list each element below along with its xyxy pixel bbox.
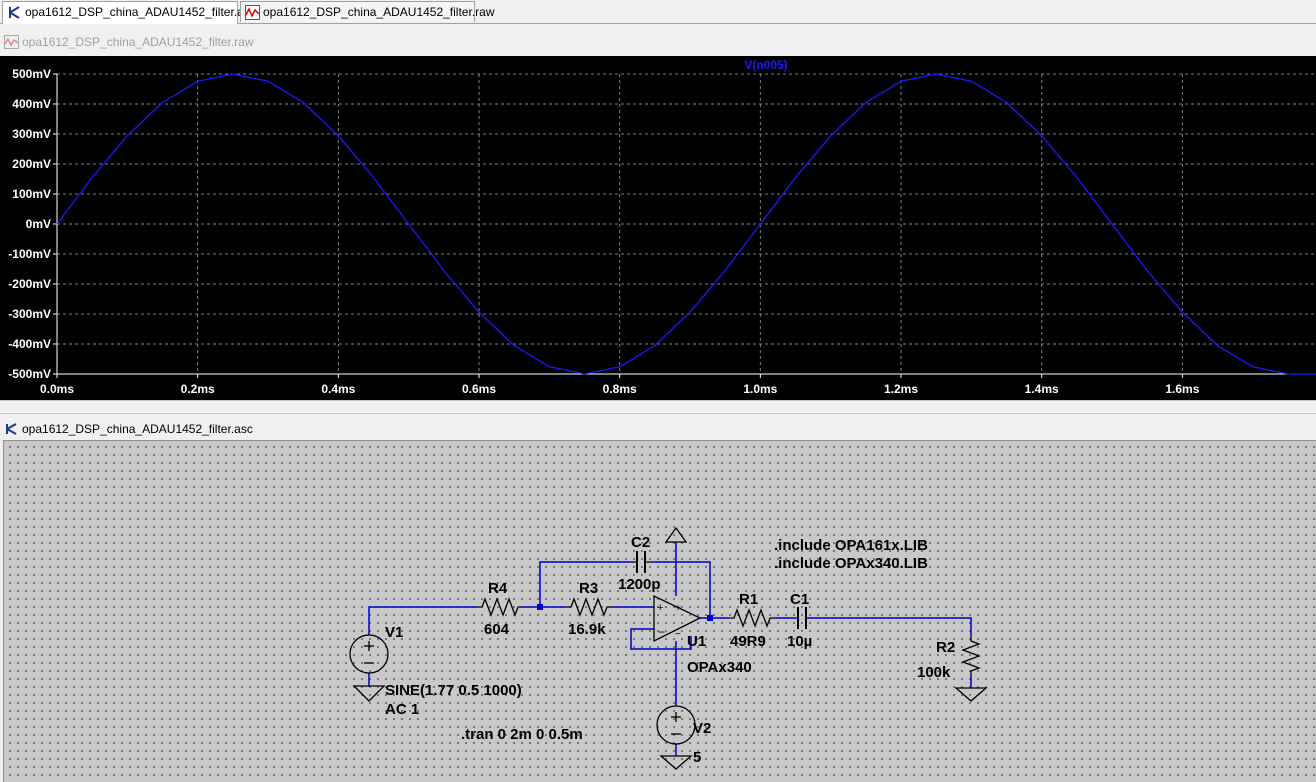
svg-text:−: − — [658, 625, 665, 639]
c2-value: 1200p — [618, 576, 661, 593]
spice-include-2[interactable]: .include OPAx340.LIB — [774, 555, 928, 572]
schematic-icon — [6, 423, 17, 435]
plot-window-title[interactable]: opa1612_DSP_china_ADAU1452_filter.raw — [0, 33, 1316, 51]
waveform-plot[interactable]: 500mV 400mV 300mV 200mV 100mV 0mV -100mV -200mV… — [0, 56, 1316, 400]
y-tick-label: -200mV — [8, 277, 51, 291]
r3-label: R3 — [579, 580, 598, 597]
plot-window-title-text: opa1612_DSP_china_ADAU1452_filter.raw — [22, 35, 254, 49]
v2-value: 5 — [693, 749, 701, 766]
x-tick-label: 1.0ms — [743, 382, 777, 396]
v1-label: V1 — [385, 624, 403, 641]
tab-label: opa1612_DSP_china_ADAU1452_filter.asc — [25, 5, 256, 19]
y-tick-label: 400mV — [12, 97, 51, 111]
spice-tran-directive[interactable]: .tran 0 2m 0 0.5m — [461, 726, 583, 743]
schematic-icon — [9, 6, 20, 19]
y-tick-label: -100mV — [8, 247, 51, 261]
resistor-r4[interactable] — [477, 597, 521, 617]
c1-value: 10µ — [787, 633, 812, 650]
voltage-source-v1[interactable] — [349, 634, 389, 674]
y-tick-label: 100mV — [12, 187, 51, 201]
waveform-plot-pane[interactable]: 500mV 400mV 300mV 200mV 100mV 0mV -100mV -200mV… — [0, 56, 1316, 400]
x-tick-label: 0.8ms — [603, 382, 637, 396]
tab-schematic[interactable]: opa1612_DSP_china_ADAU1452_filter.asc — [2, 1, 256, 24]
r3-value: 16.9k — [568, 621, 606, 638]
u1-label: U1 — [687, 633, 706, 650]
schematic-canvas[interactable]: + − + − — [3, 440, 1316, 782]
r1-value: 49R9 — [730, 633, 766, 650]
document-tab-bar: opa1612_DSP_china_ADAU1452_filter.asc op… — [0, 0, 1316, 24]
wire-junction — [537, 604, 543, 610]
u1-value: OPAx340 — [687, 659, 752, 676]
resistor-r1[interactable] — [729, 608, 776, 628]
trace-v-n005[interactable] — [56, 73, 1316, 375]
v2-label: V2 — [693, 720, 711, 737]
voltage-source-v2[interactable] — [656, 705, 696, 745]
ground-icon — [954, 687, 988, 702]
waveform-icon — [4, 35, 19, 49]
v1-ac: AC 1 — [385, 701, 419, 718]
ground-icon — [659, 755, 693, 770]
c1-label: C1 — [790, 591, 809, 608]
svg-text:−: − — [675, 629, 681, 640]
pane-splitter[interactable] — [0, 400, 1316, 414]
capacitor-c2[interactable] — [631, 551, 651, 573]
resistor-r3[interactable] — [566, 597, 613, 617]
x-tick-label: 0.4ms — [321, 382, 355, 396]
schematic-window-title[interactable]: opa1612_DSP_china_ADAU1452_filter.asc — [0, 420, 1316, 438]
y-tick-label: -300mV — [8, 307, 51, 321]
resistor-r2[interactable] — [961, 636, 981, 676]
v1-value: SINE(1.77 0.5 1000) — [385, 682, 522, 699]
x-tick-label: 0.2ms — [181, 382, 215, 396]
x-tick-label: 1.6ms — [1165, 382, 1199, 396]
trace-label-v-n005[interactable]: V(n005) — [744, 58, 787, 72]
y-tick-label: 200mV — [12, 157, 51, 171]
r1-label: R1 — [739, 591, 758, 608]
tab-waveform[interactable]: opa1612_DSP_china_ADAU1452_filter.raw — [240, 1, 495, 22]
schematic-window-title-text: opa1612_DSP_china_ADAU1452_filter.asc — [22, 422, 253, 436]
y-tick-label: -500mV — [8, 367, 51, 381]
y-tick-label: -400mV — [8, 337, 51, 351]
y-tick-label: 0mV — [26, 217, 51, 231]
svg-text:+: + — [657, 602, 663, 614]
tab-label: opa1612_DSP_china_ADAU1452_filter.raw — [263, 5, 495, 19]
r2-value: 100k — [917, 664, 951, 681]
wires — [368, 542, 972, 756]
r2-label: R2 — [936, 639, 955, 656]
capacitor-c1[interactable] — [797, 607, 807, 629]
spice-include-1[interactable]: .include OPA161x.LIB — [774, 537, 928, 554]
x-tick-label: 0.0ms — [40, 382, 74, 396]
r4-label: R4 — [488, 580, 508, 597]
wire-junction — [707, 615, 713, 621]
c2-label: C2 — [631, 534, 650, 551]
waveform-icon — [245, 5, 260, 20]
x-tick-label: 1.2ms — [884, 382, 918, 396]
supply-arrow-icon — [664, 526, 688, 543]
ground-icon — [352, 685, 386, 702]
y-tick-label: 300mV — [12, 127, 51, 141]
x-tick-label: 0.6ms — [462, 382, 496, 396]
svg-text:+: + — [675, 603, 681, 614]
opamp-u1[interactable]: + − + − — [653, 594, 702, 643]
r4-value: 604 — [484, 621, 510, 638]
y-tick-label: 500mV — [12, 67, 51, 81]
x-tick-label: 1.4ms — [1025, 382, 1059, 396]
